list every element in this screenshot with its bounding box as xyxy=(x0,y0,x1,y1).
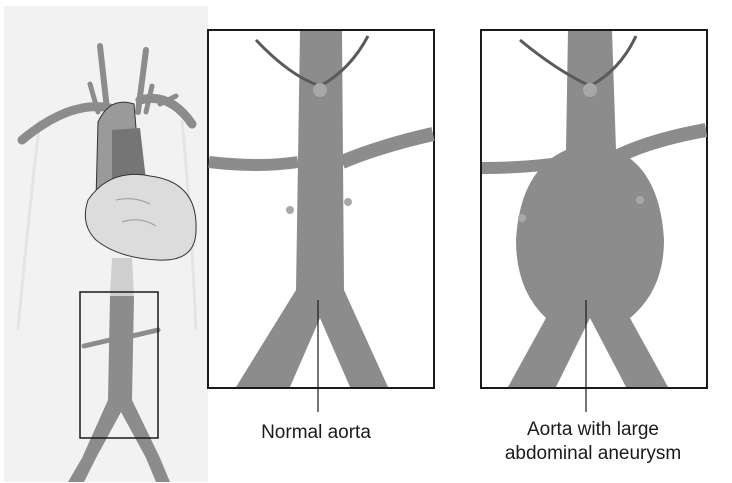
normal-vessel-origin-3 xyxy=(344,198,352,206)
aneurysm-left-renal-artery xyxy=(482,162,566,168)
heart-chamber xyxy=(112,128,146,182)
aneurysm-label: Aorta with large abdominal aneurysm xyxy=(478,418,708,466)
aneurysm-label-line-1: Aorta with large xyxy=(478,418,708,442)
normal-vessel-origin-1 xyxy=(313,83,327,97)
normal-left-renal-artery xyxy=(209,162,298,165)
aneurysm-label-line-2: abdominal aneurysm xyxy=(478,442,708,466)
aneurysm-panel xyxy=(481,30,707,412)
torso-illustration xyxy=(4,6,208,482)
descending-aorta xyxy=(110,258,134,296)
normal-vessel-origin-2 xyxy=(286,206,294,214)
aneurysm-vessel-origin-2 xyxy=(518,214,526,222)
aneurysm-vessel-origin-1 xyxy=(583,83,597,97)
normal-aorta-panel xyxy=(208,30,434,412)
aneurysm-vessel-origin-3 xyxy=(636,196,644,204)
normal-aorta-label: Normal aorta xyxy=(226,421,406,445)
